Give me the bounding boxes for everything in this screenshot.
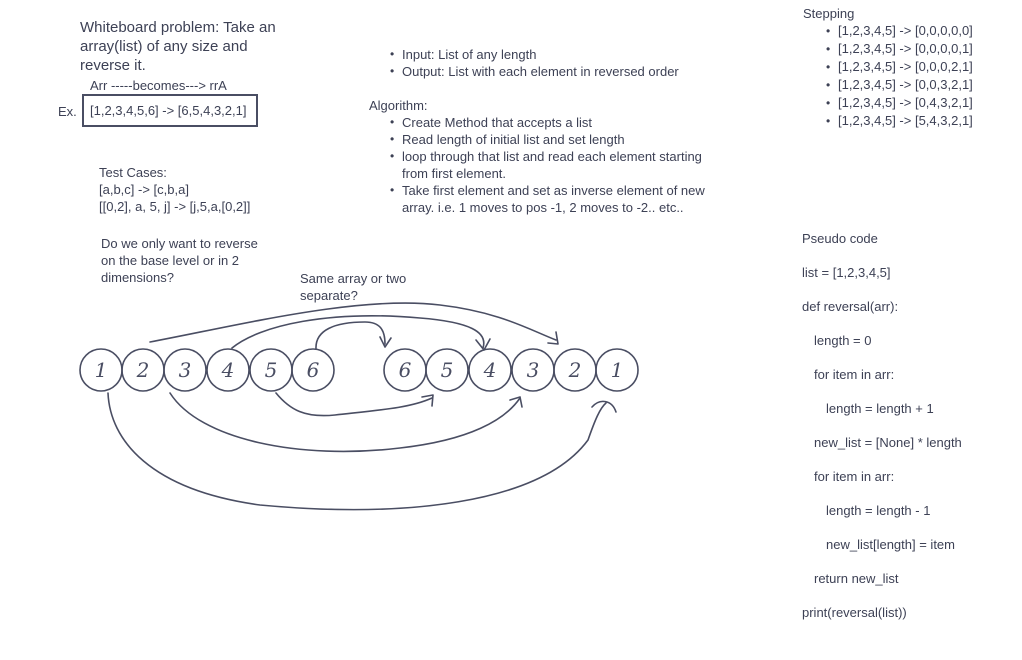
pseudo-line: return new_list [814,571,899,586]
digit-right-0: 6 [399,358,412,382]
digit-right-1: 5 [441,358,454,382]
stepping-list: [1,2,3,4,5] -> [0,0,0,0,0] [1,2,3,4,5] -… [825,22,973,130]
swap-arrow [315,321,386,350]
example-box: [1,2,3,4,5,6] -> [6,5,4,3,2,1] [82,94,258,127]
io-item: Input: List of any length [389,46,679,63]
sketch-digits: 1 2 3 4 5 6 6 5 4 3 2 1 [95,358,624,382]
arrowhead [547,331,559,345]
element-circle [425,348,469,392]
pseudo-line: for item in arr: [814,469,895,484]
pseudo-line: length = length - 1 [826,503,931,518]
arrowhead [509,396,523,408]
digit-left-5: 6 [307,358,320,382]
digit-left-1: 2 [136,358,150,382]
digit-right-5: 1 [611,358,624,382]
pseudo-line: def reversal(arr): [802,299,899,314]
stepping-step: [1,2,3,4,5] -> [0,0,0,2,1] [825,58,973,76]
digit-right-3: 3 [527,358,540,382]
stepping-step: [1,2,3,4,5] -> [0,0,0,0,0] [825,22,973,40]
swap-arrow [169,392,521,453]
arrowhead [421,394,434,407]
digit-right-2: 4 [483,358,497,382]
same-array-note: Same array or two separate? [300,271,407,303]
algorithm-heading: Algorithm: [369,98,428,113]
digit-left-2: 3 [179,358,192,382]
problem-title: Whiteboard problem: Take an array(list) … [80,18,276,75]
problem-title-line: reverse it. [80,57,146,74]
io-list: Input: List of any length Output: List w… [389,46,679,80]
test-case: [a,b,c] -> [c,b,a] [99,182,189,197]
algorithm-step: loop through that list and read each ele… [389,148,705,182]
digit-right-4: 2 [568,358,582,382]
digit-left-0: 1 [95,358,108,382]
arrowhead [475,338,491,351]
pseudo-line: new_list[length] = item [826,537,955,552]
algorithm-step: Take first element and set as inverse el… [389,182,705,216]
pseudo-heading: Pseudo code [802,231,878,246]
digit-left-4: 5 [265,358,278,382]
sketch-strokes [79,302,639,511]
pseudo-line: length = length + 1 [826,401,934,416]
swap-arrow [275,392,433,417]
digit-left-3: 4 [221,358,235,382]
stepping-heading: Stepping [803,6,855,21]
element-circle [206,348,250,392]
swap-arrow [149,302,557,343]
pseudo-line: length = 0 [814,333,872,348]
element-circle [291,348,335,392]
stepping-step: [1,2,3,4,5] -> [0,4,3,2,1] [825,94,973,112]
test-case: [[0,2], a, 5, j] -> [j,5,a,[0,2]] [99,199,251,214]
arrowhead [379,336,392,348]
question-note: Do we only want to reverse on the base l… [101,236,258,285]
element-circle [468,348,512,392]
algorithm-step: Create Method that accepts a list [389,114,705,131]
algorithm-step: Read length of initial list and set leng… [389,131,705,148]
algorithm-steps: Create Method that accepts a list Read l… [389,114,705,216]
swap-arrow [231,315,485,349]
problem-title-line: array(list) of any size and [80,38,248,55]
io-item: Output: List with each element in revers… [389,63,679,80]
example-label: Ex. [58,104,77,119]
stepping-step: [1,2,3,4,5] -> [0,0,3,2,1] [825,76,973,94]
test-cases-heading: Test Cases: [99,165,167,180]
arrowhead [591,400,617,413]
element-circle [595,348,639,392]
stepping-step: [1,2,3,4,5] -> [5,4,3,2,1] [825,112,973,130]
swap-arrow [107,392,607,511]
pseudo-line: new_list = [None] * length [814,435,962,450]
pseudo-line: for item in arr: [814,367,895,382]
pseudo-line: print(reversal(list)) [802,605,907,620]
element-circle [163,348,207,392]
stepping-step: [1,2,3,4,5] -> [0,0,0,0,1] [825,40,973,58]
arr-caption: Arr -----becomes---> rrA [90,78,227,93]
pseudo-line: list = [1,2,3,4,5] [802,265,891,280]
problem-title-line: Whiteboard problem: Take an [80,19,276,36]
